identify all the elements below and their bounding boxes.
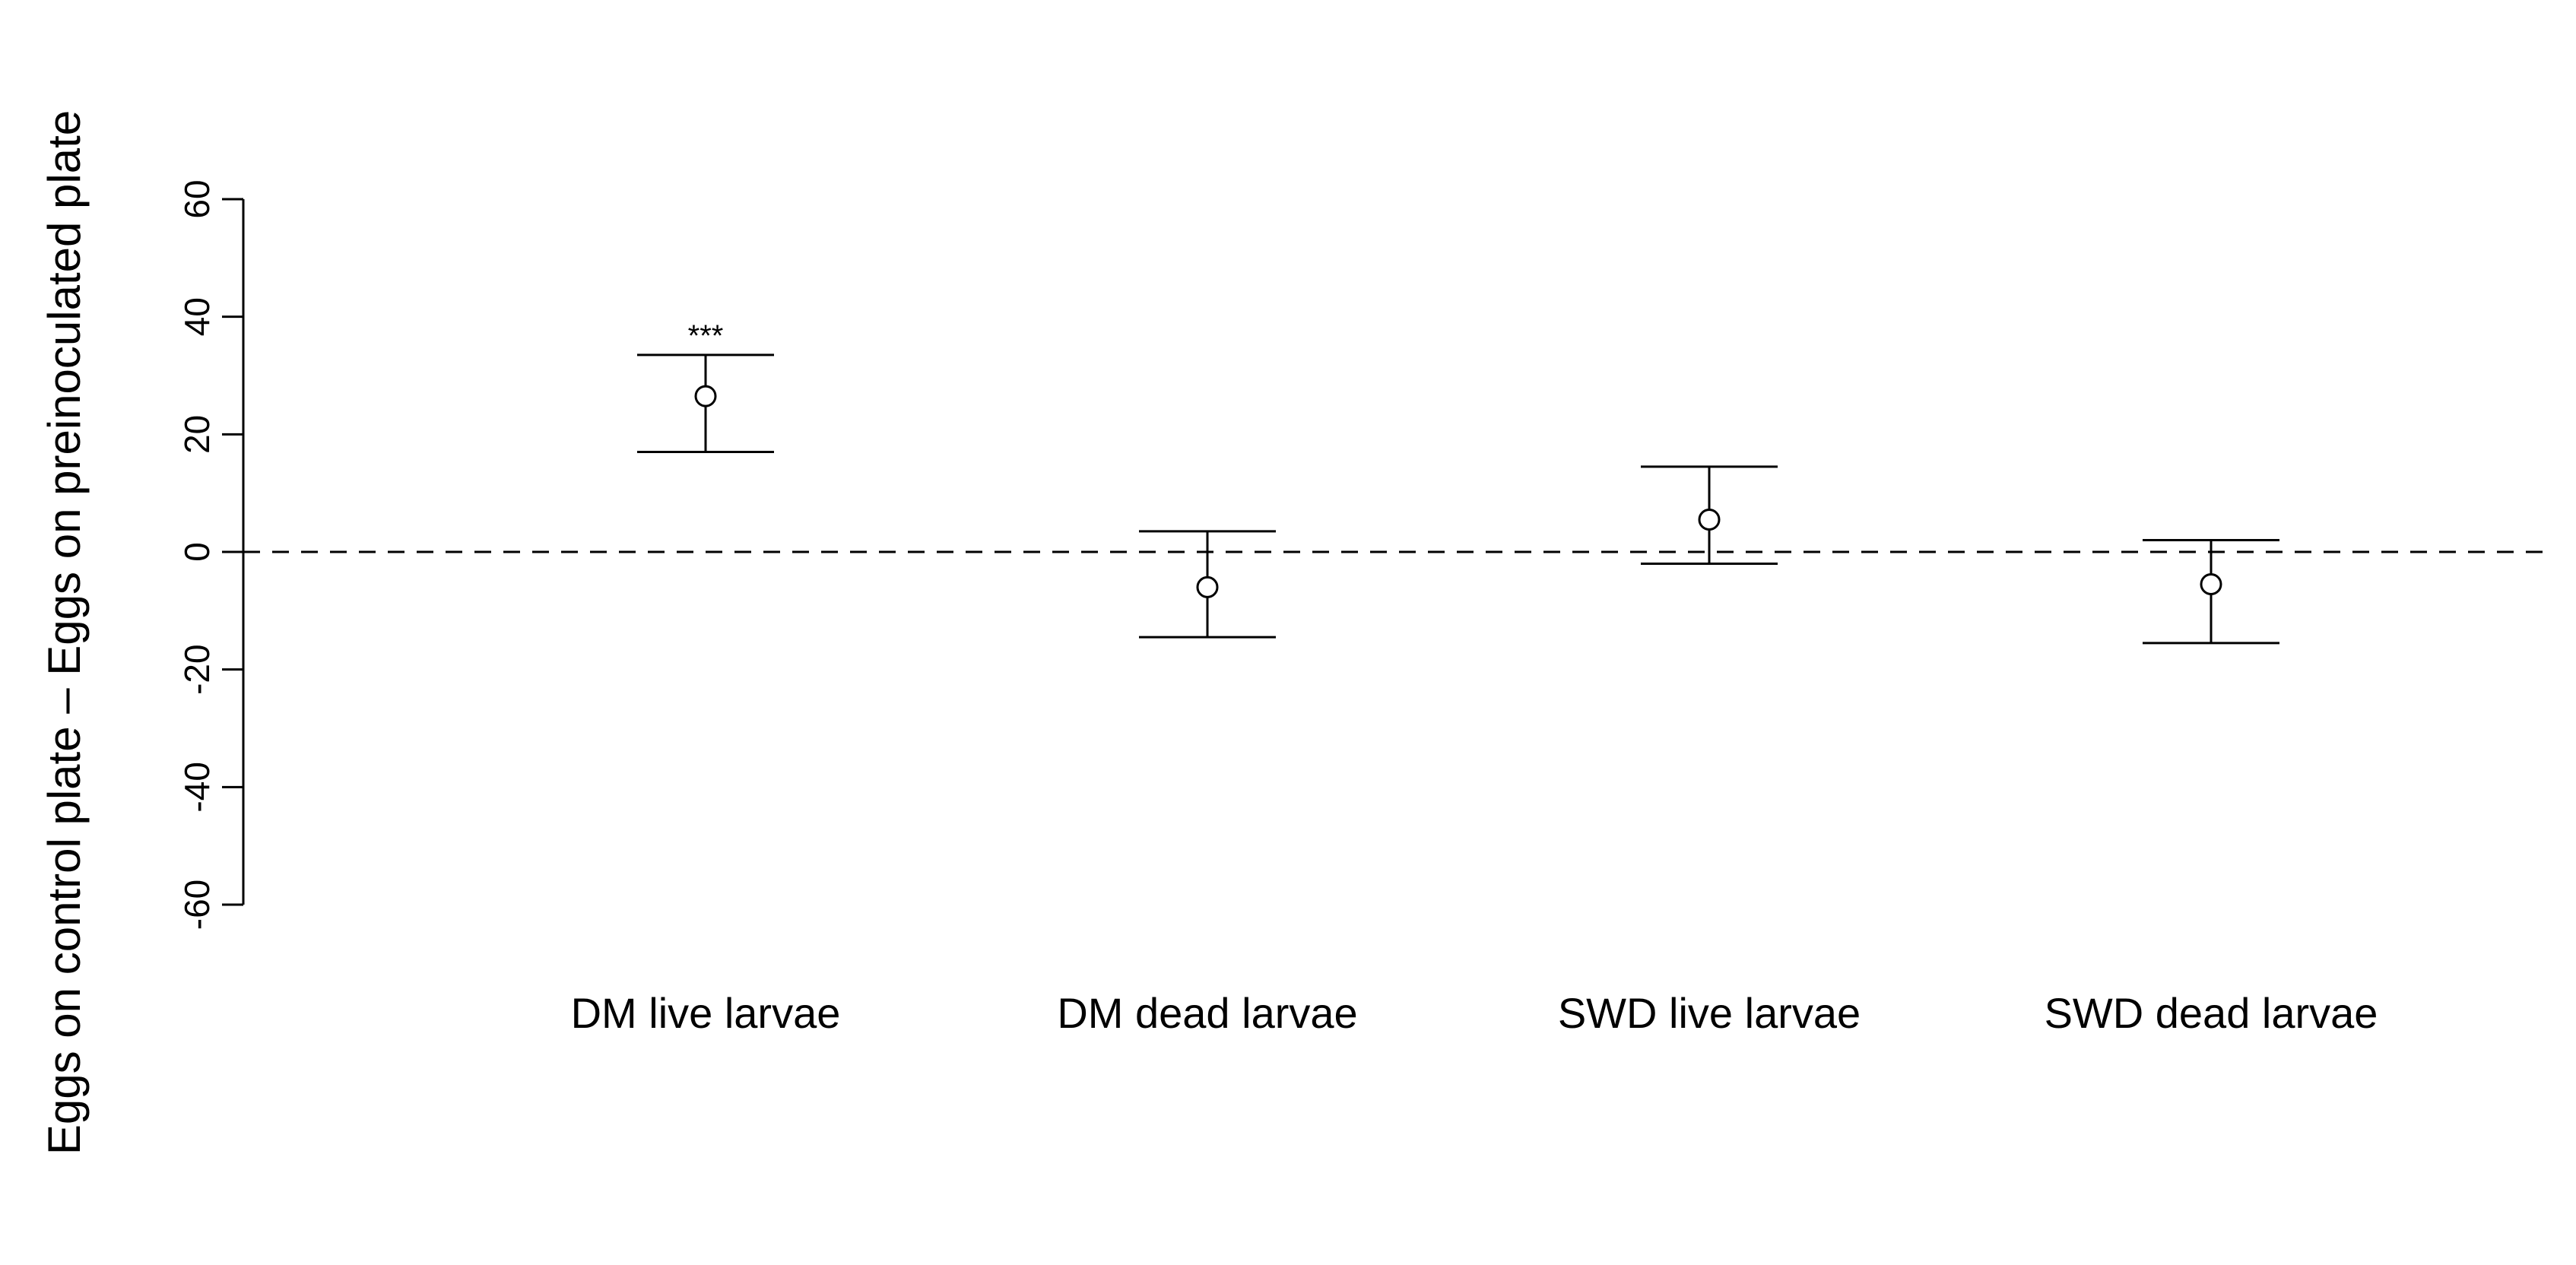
y-axis-label: Eggs on control plate – Eggs on preinocu…	[39, 110, 90, 1155]
mean-point	[1196, 575, 1219, 598]
y-tick-label: 0	[177, 542, 217, 562]
category-label: DM live larvae	[571, 989, 841, 1037]
y-tick-label: 40	[177, 297, 217, 336]
error-bar-group	[1139, 530, 1276, 639]
category-label: DM dead larvae	[1057, 989, 1357, 1037]
category-label: SWD dead larvae	[2045, 989, 2378, 1037]
error-bar-group: ***	[637, 319, 774, 454]
y-tick-label: 20	[177, 415, 217, 454]
y-tick-label: -40	[177, 762, 217, 812]
mean-point	[1698, 508, 1721, 531]
y-tick-label: 60	[177, 179, 217, 218]
category-label: SWD live larvae	[1558, 989, 1861, 1037]
significance-label: ***	[688, 319, 724, 353]
mean-point	[2200, 573, 2222, 596]
mean-point	[694, 385, 717, 407]
error-bar-group	[1641, 465, 1778, 565]
y-tick-label: -20	[177, 644, 217, 694]
y-tick-label: -60	[177, 880, 217, 930]
error-bar-group	[2143, 539, 2279, 645]
